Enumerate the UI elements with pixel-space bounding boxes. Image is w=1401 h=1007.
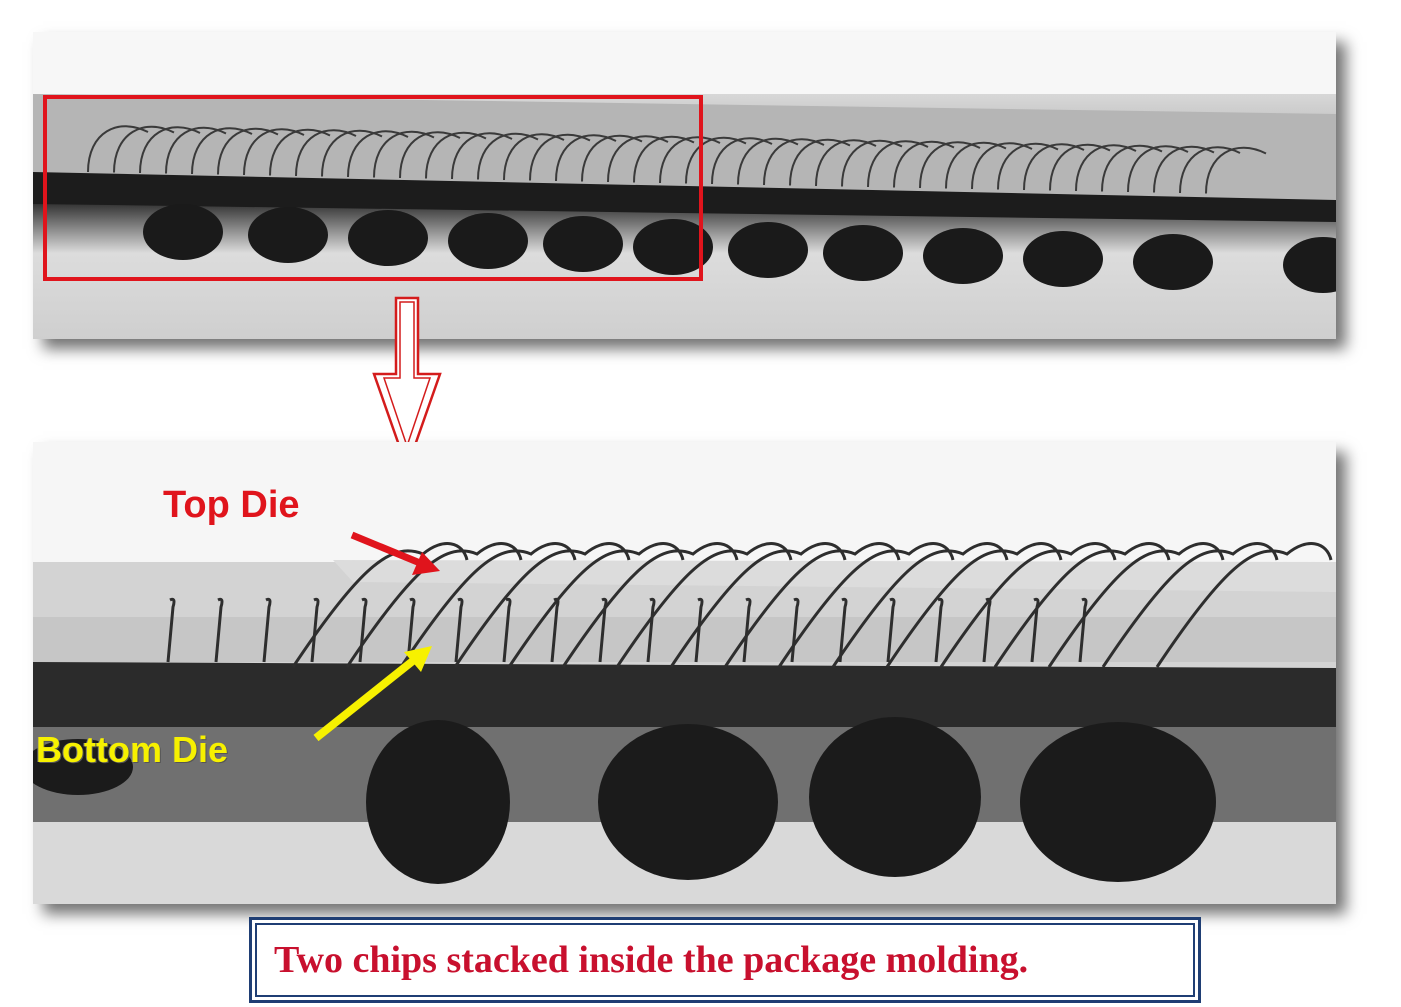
zoom-region-highlight (43, 95, 703, 281)
bond-wire (214, 597, 224, 663)
solder-ball (366, 720, 510, 884)
bond-wire (1205, 146, 1267, 194)
bond-wire (507, 542, 685, 668)
bond-wire (453, 542, 631, 668)
bond-wire (345, 542, 523, 668)
bond-wire (838, 597, 848, 663)
bond-wire (1101, 542, 1279, 668)
bond-wire (454, 597, 464, 663)
bond-wire (406, 597, 416, 663)
bond-wire (561, 542, 739, 668)
caption-text: Two chips stacked inside the package mol… (274, 939, 1029, 981)
bond-wire (615, 542, 793, 668)
bond-wire (934, 597, 944, 663)
solder-ball (598, 724, 778, 880)
bond-wire (939, 542, 1117, 668)
solder-ball (823, 225, 903, 281)
bond-wire (399, 542, 577, 668)
bond-wire (742, 597, 752, 663)
bond-wire (694, 597, 704, 663)
top-die-label: Top Die (163, 484, 300, 526)
xray-zoomed-image (33, 442, 1336, 904)
solder-ball (143, 204, 223, 260)
solder-ball (923, 228, 1003, 284)
solder-ball (1133, 234, 1213, 290)
bond-wire (1047, 542, 1225, 668)
bottom-die-label: Bottom Die (36, 729, 228, 770)
zoom-down-arrow-icon (372, 296, 442, 472)
bond-wire (502, 597, 512, 663)
solder-ball (1023, 231, 1103, 287)
solder-ball (1283, 237, 1336, 293)
bond-wire (886, 597, 896, 663)
solder-ball (348, 210, 428, 266)
bond-wire (262, 597, 272, 663)
bond-wire (1078, 597, 1088, 663)
solder-ball (633, 219, 713, 275)
bond-wire (723, 542, 901, 668)
bond-wire (790, 597, 800, 663)
bond-wire (777, 542, 955, 668)
bond-wire (831, 542, 1009, 668)
bond-wire (885, 542, 1063, 668)
solder-ball (543, 216, 623, 272)
caption-box: Two chips stacked inside the package mol… (249, 917, 1201, 1003)
solder-ball (809, 717, 981, 877)
bond-wire (669, 542, 847, 668)
solder-ball (33, 739, 133, 795)
solder-ball (248, 207, 328, 263)
bond-wire (166, 597, 176, 663)
xray-overview-image (33, 32, 1336, 339)
bond-wire (310, 597, 320, 663)
xray-zoomed-panel (33, 442, 1336, 904)
xray-overview-panel (33, 32, 1336, 339)
bond-wire (1155, 542, 1333, 668)
solder-ball (1020, 722, 1216, 882)
solder-ball (728, 222, 808, 278)
bond-wire (646, 597, 656, 663)
solder-ball (448, 213, 528, 269)
bond-wire (993, 542, 1171, 668)
bond-wire (358, 597, 368, 663)
